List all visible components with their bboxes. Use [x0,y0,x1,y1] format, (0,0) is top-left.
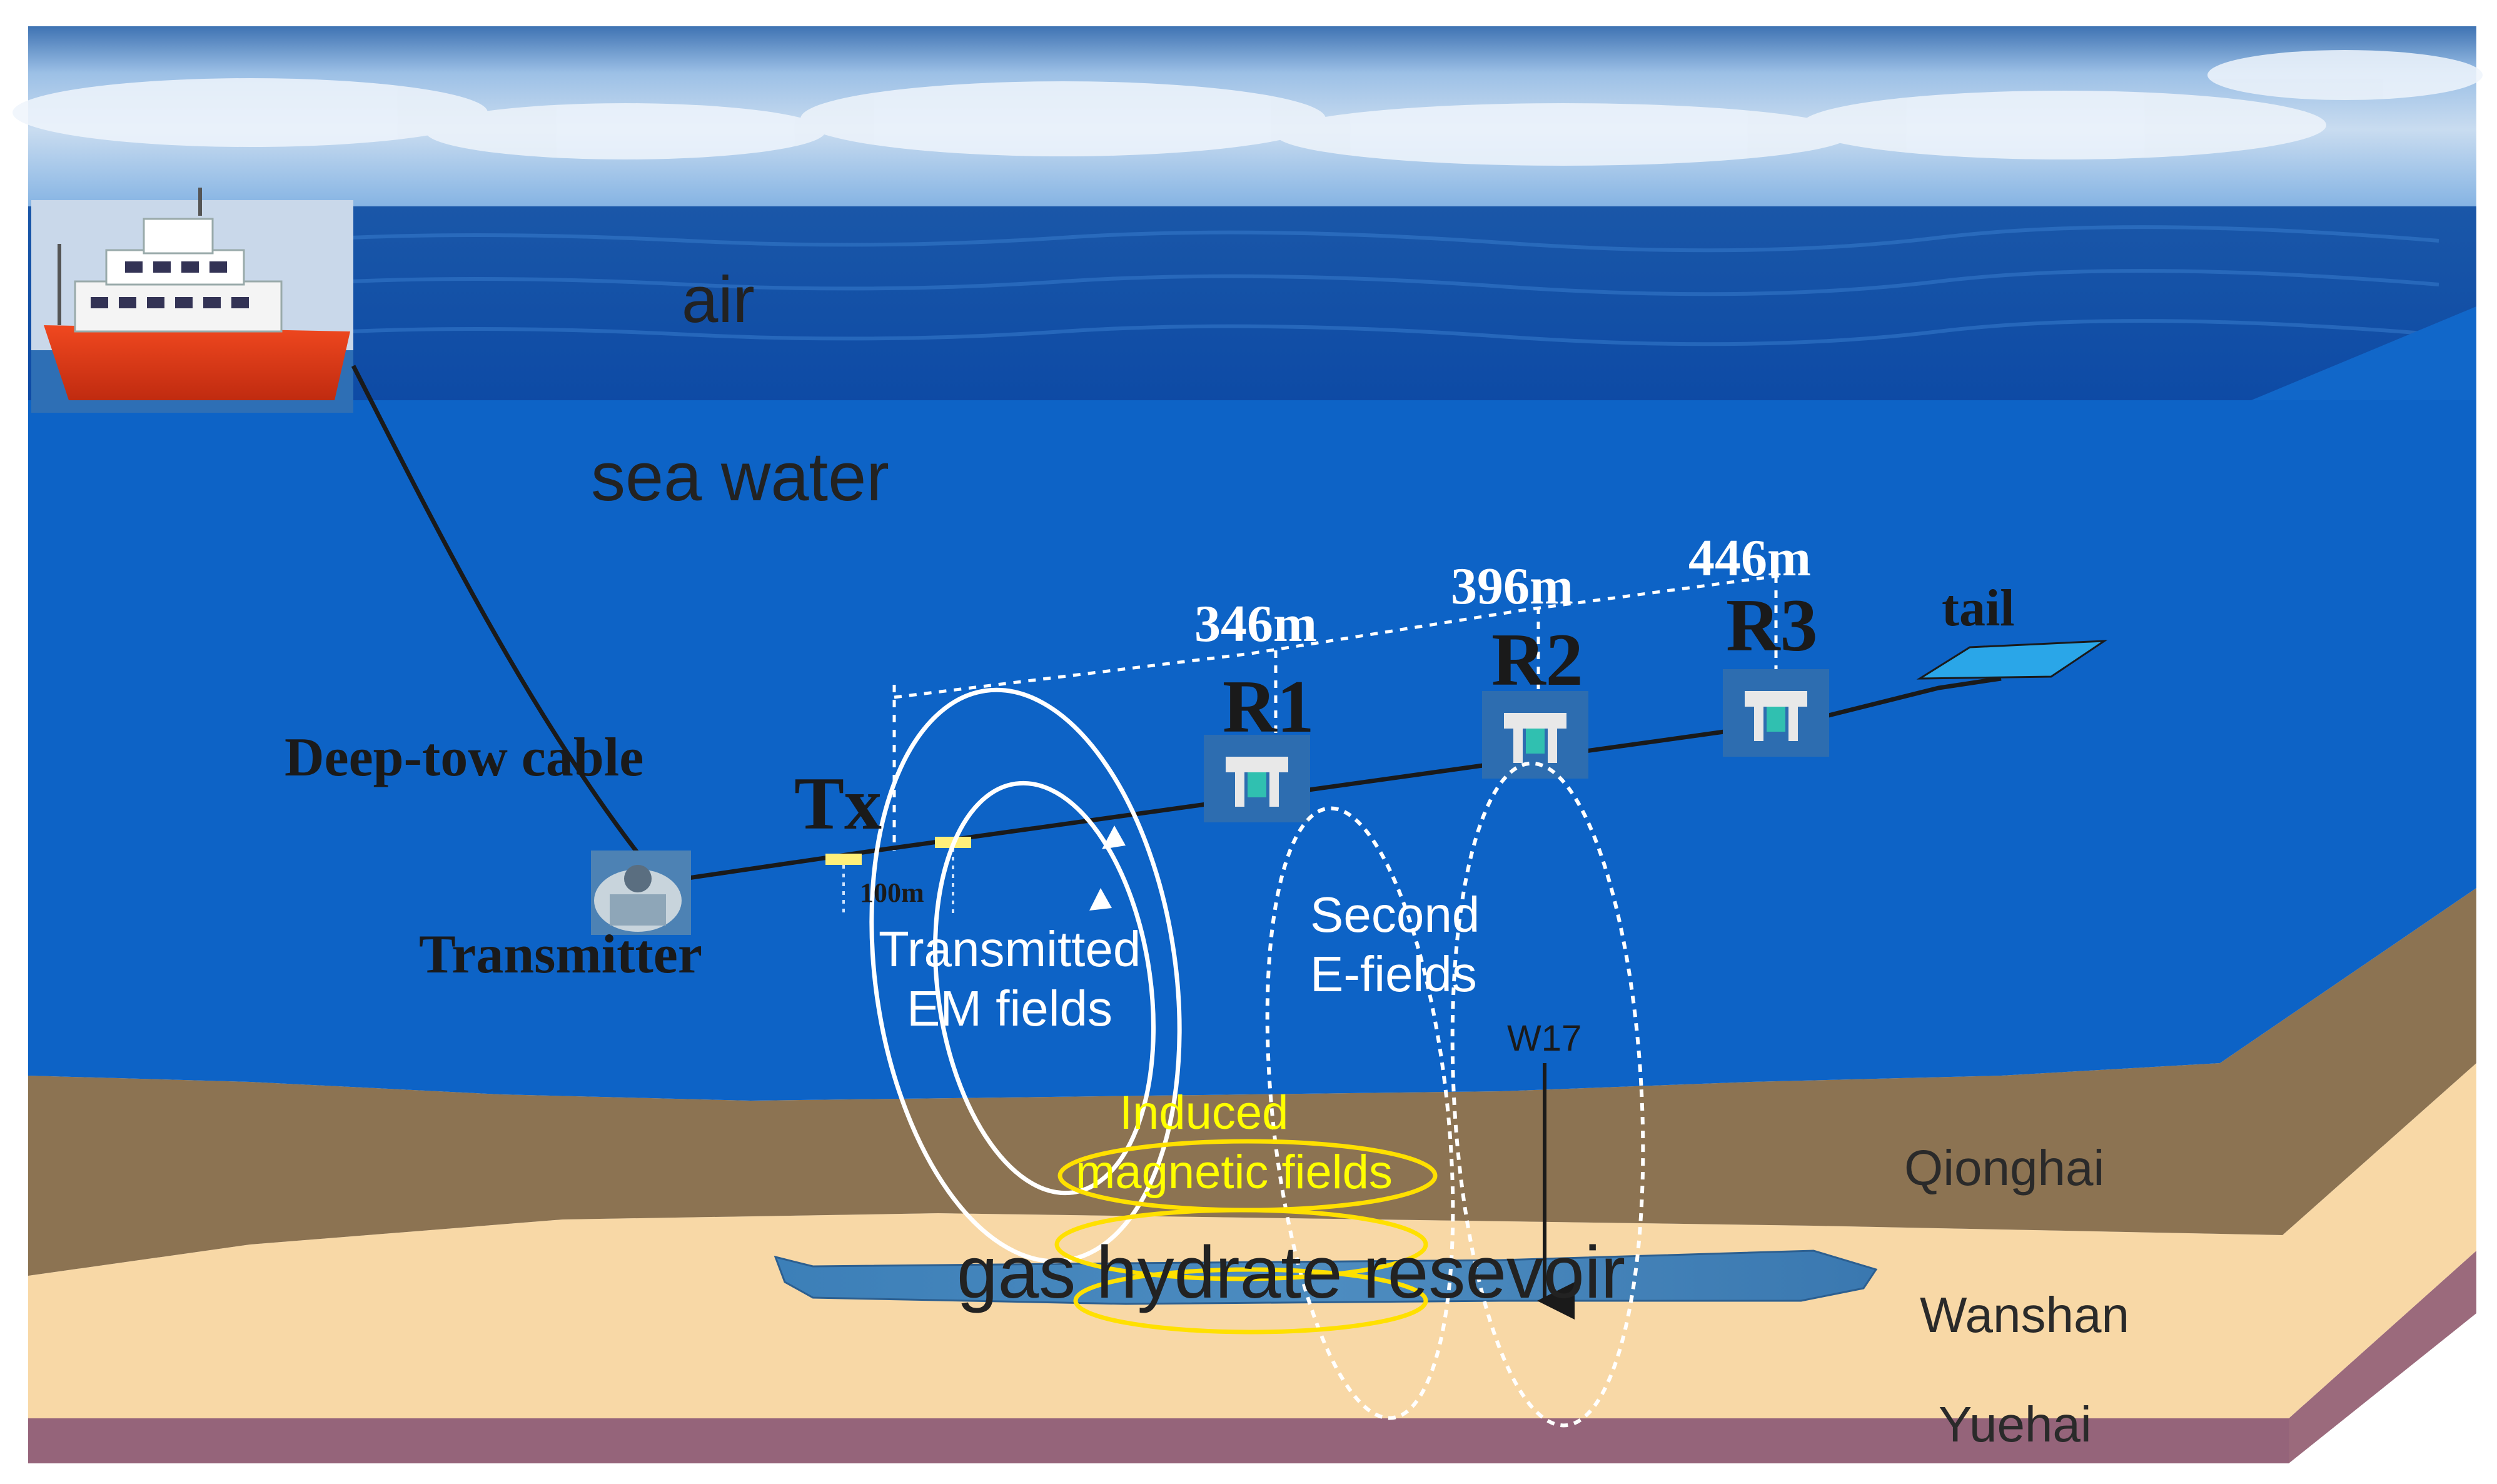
r2-label: R2 [1491,618,1583,701]
ocean-surface-band [28,206,2476,406]
transmitter-label: Transmitter [419,924,702,985]
transmitted-fields-label-line2: EM fields [907,981,1112,1036]
qionghai-layer [28,888,2476,1276]
r3-label: R3 [1726,583,1818,667]
tx-spacing-label: 100m [860,877,924,908]
wanshan-label: Wanshan [1920,1287,2129,1343]
receiver-node-icon-r3 [1723,669,1829,757]
clouds [13,50,2483,166]
air-label: air [682,263,755,336]
well-w17-label: W17 [1507,1018,1581,1059]
induced-fields-label-line2: magnetic fields [1076,1146,1393,1199]
receiver-node-icon-r2 [1482,691,1588,779]
sea-right-face [2251,306,2476,400]
r3-offset-label: 446m [1688,529,1811,587]
second-field-loop-2 [1450,761,1645,1428]
r1-label: R1 [1223,665,1314,748]
induced-field-loop-2 [1054,1208,1428,1281]
offset-dotted-line [894,573,1783,699]
transmitted-field-arrow-outer [1102,825,1126,849]
transmitted-field-loop-inner [933,780,1156,1196]
deep-tow-cable-label: Deep-tow cable [285,727,643,788]
transmitted-field-loop-outer [869,687,1182,1264]
receiver-node-icon-r1 [1204,735,1310,822]
yuehai-label: Yuehai [1939,1396,2092,1452]
reservoir-label: gas hydrate resevoir [957,1231,1625,1314]
sea-water-label: sea water [591,438,889,515]
second-fields-label-line1: Second [1310,887,1480,942]
transmitted-fields-label-line1: Transmitted [879,921,1141,977]
induced-fields-label-line1: Induced [1119,1086,1288,1139]
survey-ship-icon [31,188,353,413]
wanshan-layer [28,1063,2476,1418]
transmitted-field-arrow-inner [1089,888,1112,911]
r2-offset-label: 396m [1451,557,1573,615]
qionghai-label: Qionghai [1904,1140,2104,1196]
tail-label: tail [1942,579,2015,637]
r1-offset-label: 346m [1194,595,1317,653]
yuehai-layer-front [28,1418,2289,1463]
tx-label: Tx [794,762,882,845]
tail-float-icon [1916,640,2108,680]
deep-tow-cable-line [351,365,652,871]
second-field-loop-1 [1265,806,1455,1420]
surface-waves [350,225,2439,346]
deep-tow-transmitter-icon [591,851,691,935]
tx-electrode-1 [825,854,862,865]
second-fields-label-line2: E-fields [1310,946,1477,1002]
induced-field-loop-3 [1073,1267,1428,1335]
